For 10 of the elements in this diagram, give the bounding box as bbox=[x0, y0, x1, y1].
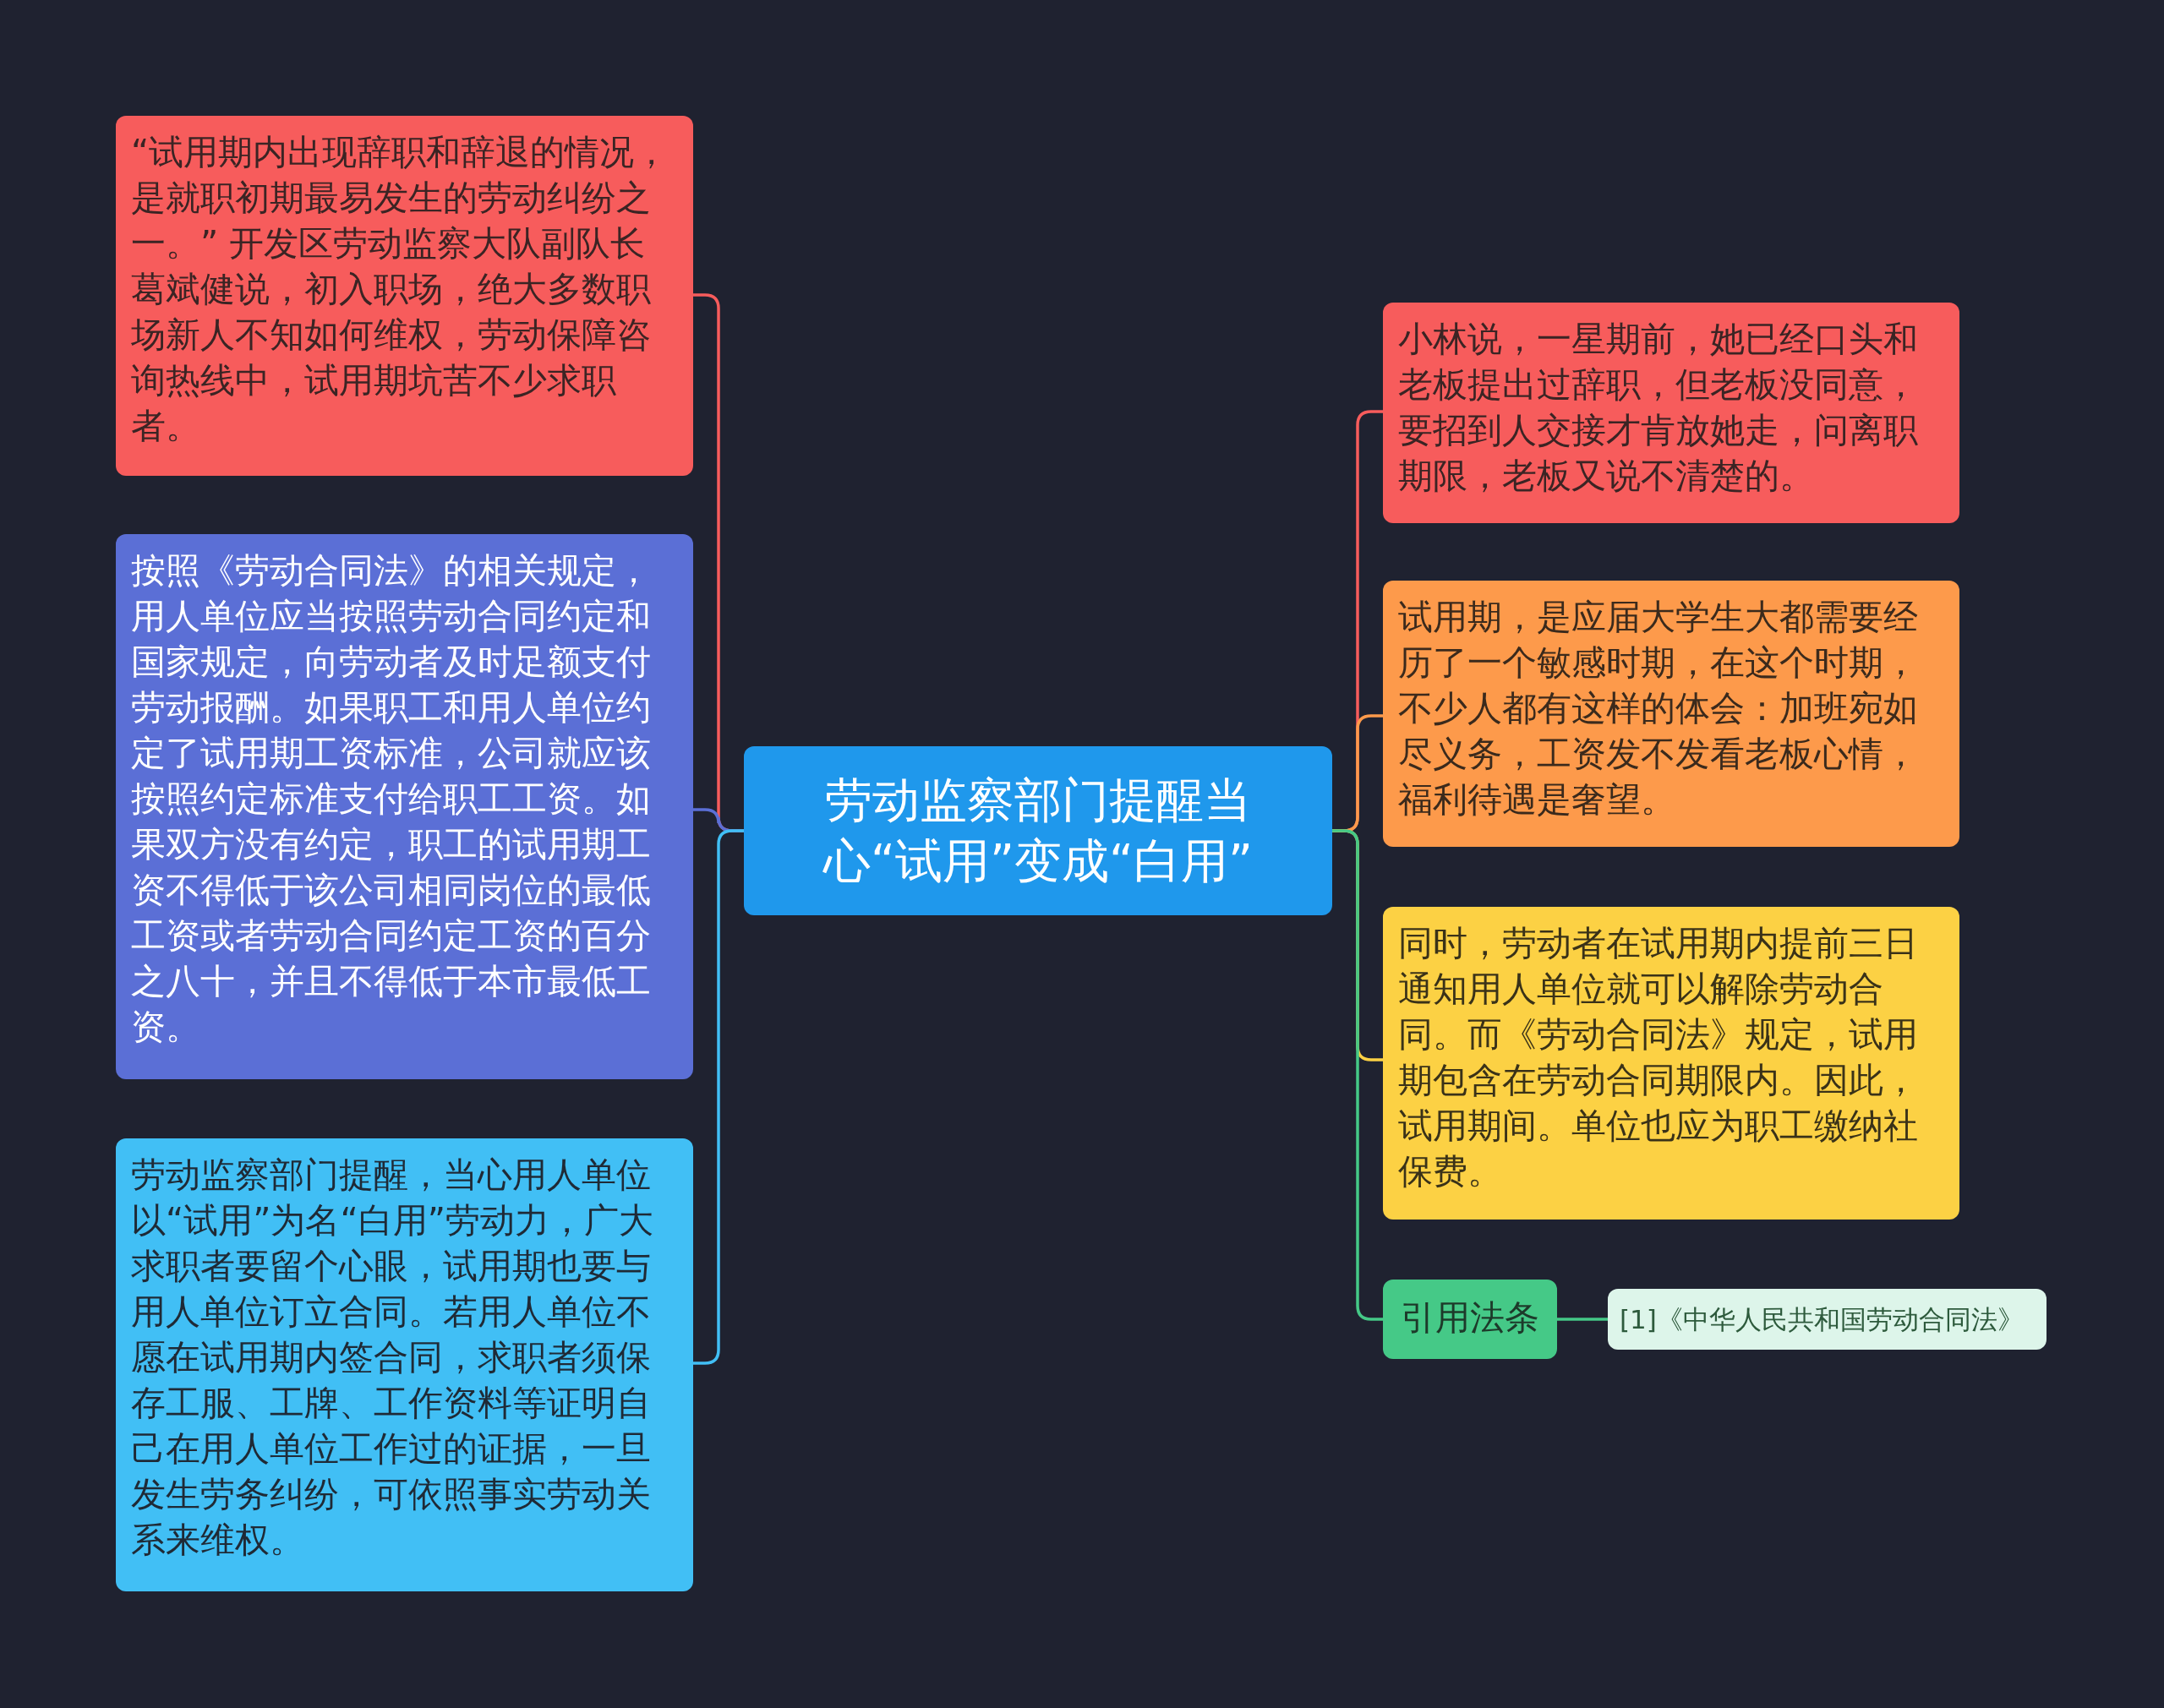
text-box: 试用期，是应届大学生大都需要经历了一个敏感时期，在这个时期，不少人都有这样的体会：加班宛如尽义务，工资发不发看老板心情，福利待遇是奢望。 bbox=[1383, 581, 1959, 847]
tag-box: 引用法条 bbox=[1383, 1280, 1557, 1359]
text-box: “试用期内出现辞职和辞退的情况，是就职初期最易发生的劳动纠纷之一。” 开发区劳动监察大队副队长葛斌健说，初入职场，绝大多数职场新人不知如何维权，劳动保障咨询热线中，试用期坑苦不少求职者。 bbox=[116, 116, 693, 476]
text-box: 同时，劳动者在试用期内提前三日通知用人单位就可以解除劳动合同。而《劳动合同法》规定，试用期包含在劳动合同期限内。因此，试用期间。单位也应为职工缴纳社保费。 bbox=[1383, 907, 1959, 1220]
citation-box: [1]《中华人民共和国劳动合同法》 bbox=[1608, 1289, 2047, 1350]
connector-line bbox=[1557, 1318, 1608, 1321]
text-box: 小林说，一星期前，她已经口头和老板提出过辞职，但老板没同意，要招到人交接才肯放她走，问离职期限，老板又说不清楚的。 bbox=[1383, 303, 1959, 523]
topic-box: 劳动监察部门提醒当心“试用”变成“白用” bbox=[744, 746, 1332, 915]
text-box: 劳动监察部门提醒，当心用人单位以“试用”为名“白用”劳动力，广大求职者要留个心眼，试用期也要与用人单位订立合同。若用人单位不愿在试用期内签合同，求职者须保存工服、工牌、工作资料等证明自己在用人单位工作过的证据，一旦发生劳务纠纷，可依照事实劳动关系来维权。 bbox=[116, 1138, 693, 1591]
text-box: 按照《劳动合同法》的相关规定，用人单位应当按照劳动合同约定和国家规定，向劳动者及时足额支付劳动报酬。如果职工和用人单位约定了试用期工资标准，公司就应该按照约定标准支付给职工工资。如果双方没有约定，职工的试用期工资不得低于该公司相同岗位的最低工资或者劳动合同约定工资的百分之八十，并且不得低于本市最低工资。 bbox=[116, 534, 693, 1079]
